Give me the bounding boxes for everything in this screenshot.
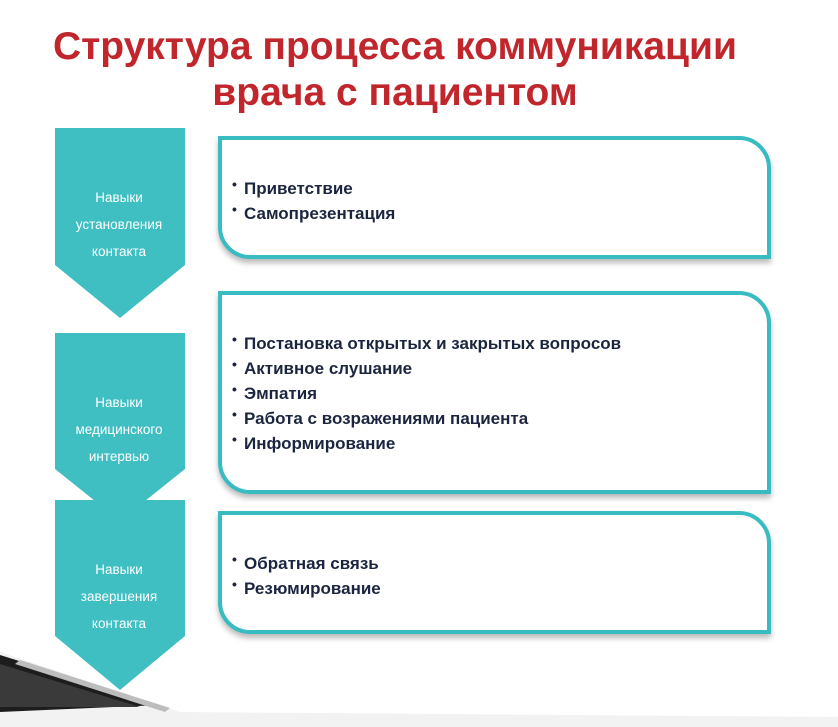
- step-2-box: Постановка открытых и закрытых вопросов …: [218, 291, 771, 494]
- step-2-label-line: интервью: [88, 449, 150, 464]
- step-2-label: Навыки медицинского интервью: [52, 389, 186, 470]
- chevron-step-2: [55, 333, 185, 521]
- list-item: Обратная связь: [232, 547, 767, 576]
- step-3-label-line: завершения: [80, 589, 158, 604]
- diagram-title: Структура процесса коммуникации врача с …: [0, 24, 790, 116]
- list-item: Приветствие: [232, 172, 767, 201]
- step-1-list: Приветствие Самопрезентация: [232, 172, 767, 226]
- step-3-label: Навыки завершения контакта: [52, 556, 186, 637]
- step-2-label-line: Навыки: [95, 395, 143, 410]
- chevron-step-1: [55, 128, 185, 318]
- step-3-label-line: Навыки: [95, 562, 143, 577]
- title-line-2: врача с пациентом: [212, 71, 578, 114]
- chevron-step-3: [55, 500, 185, 690]
- list-item: Работа с возражениями пациента: [232, 402, 767, 431]
- step-3-list: Обратная связь Резюмирование: [232, 547, 767, 601]
- step-2-label-line: медицинского: [75, 422, 163, 437]
- title-line-1: Структура процесса коммуникации: [53, 25, 737, 68]
- step-1-label-line: контакта: [91, 244, 147, 259]
- step-1-box: Приветствие Самопрезентация: [218, 136, 771, 259]
- list-item: Резюмирование: [232, 572, 767, 601]
- step-3-label-line: контакта: [91, 616, 147, 631]
- step-1-label: Навыки установления контакта: [52, 184, 186, 265]
- list-item: Эмпатия: [232, 377, 767, 406]
- step-1-label-line: Навыки: [95, 190, 143, 205]
- list-item: Активное слушание: [232, 352, 767, 381]
- step-1-label-line: установления: [75, 217, 163, 232]
- list-item: Самопрезентация: [232, 197, 767, 226]
- list-item: Постановка открытых и закрытых вопросов: [232, 327, 767, 356]
- step-3-box: Обратная связь Резюмирование: [218, 511, 771, 634]
- step-2-list: Постановка открытых и закрытых вопросов …: [232, 327, 767, 456]
- list-item: Информирование: [232, 427, 767, 456]
